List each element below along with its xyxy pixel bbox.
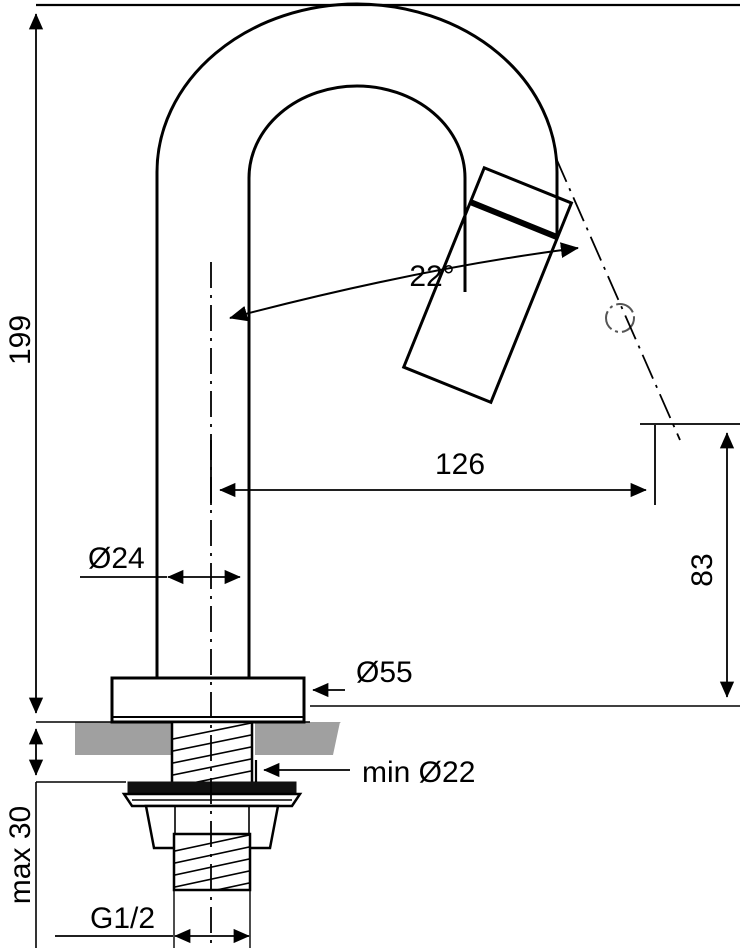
spout-inner-profile — [247, 84, 467, 678]
dim-label-dia55: Ø55 — [356, 656, 413, 689]
dim-label-max30: max 30 — [4, 806, 37, 904]
dim-label-dia24: Ø24 — [88, 542, 145, 575]
base-escutcheon — [110, 676, 306, 724]
aerator-circle — [605, 303, 635, 333]
dim-label-126: 126 — [435, 448, 485, 481]
dim-label-min-dia22: min Ø22 — [362, 756, 475, 789]
dim-label-199: 199 — [4, 315, 37, 365]
dimension-min-dia22 — [254, 760, 350, 782]
angle-arc — [229, 242, 579, 322]
dim-label-83: 83 — [686, 553, 719, 586]
mounting-base-assembly — [110, 676, 306, 948]
sealing-gasket — [127, 781, 297, 795]
centerlines — [210, 157, 681, 948]
dim-label-g12: G1/2 — [90, 902, 155, 935]
dimension-max30 — [28, 728, 126, 948]
dim-label-22deg: 22° — [409, 260, 454, 293]
dimension-199 — [28, 3, 740, 723]
dimension-angle-22 — [229, 242, 579, 322]
dimension-83 — [310, 423, 740, 707]
countertop-section — [75, 722, 341, 755]
dimension-126 — [210, 425, 656, 505]
spout-axis-centerline — [555, 157, 681, 441]
